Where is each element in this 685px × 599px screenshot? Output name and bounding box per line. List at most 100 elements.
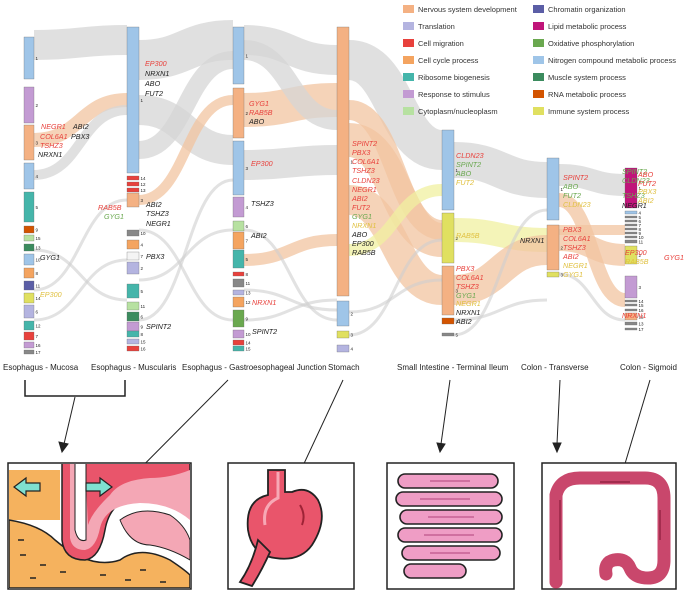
legend-item: Oxidative phosphorylation [533,39,634,48]
module-number: 1 [561,187,564,192]
module-number: 12 [246,300,252,305]
module-number: 4 [246,205,249,210]
module-bar [126,181,140,187]
module-bar [624,308,638,312]
module-bar [232,231,245,250]
module-bar [126,192,140,208]
flow-band [453,142,548,198]
flow-band [453,298,548,322]
module-number: 2 [141,266,144,271]
module-bar [624,327,638,331]
legend-label: Oxidative phosphorylation [548,39,634,48]
module-number: 5 [246,257,249,262]
module-bar [23,341,35,349]
gene-label: NRXN1 [622,311,646,320]
module-number: 13 [141,188,147,193]
module-number: 10 [36,258,42,263]
gene-label: FUT2 [456,178,474,187]
legend-item: Cell cycle process [403,56,479,65]
module-bar [336,330,350,339]
gene-label: RAB5B [625,257,649,266]
flow-band [138,178,234,322]
module-number: 3 [141,198,144,203]
legend: Nervous system development Chromatin org… [403,5,676,116]
gene-label: COL6A1 [40,132,68,141]
legend-item: Nitrogen compound metabolic process [533,56,676,65]
module-bar [126,345,140,352]
gene-label: ABO [351,230,368,239]
legend-label: Chromatin organization [548,5,626,14]
module-bar [126,301,140,311]
legend-label: Cell migration [418,39,464,48]
gene-label: ABO [248,117,265,126]
flow-band [347,185,444,305]
module-number: 1 [246,54,249,59]
gene-label: EP300 [251,159,273,168]
module-bar [546,224,560,271]
gene-label: SPINT2 [622,167,647,176]
module-bar [624,219,638,223]
module-bar [624,275,638,299]
legend-item: Cytoplasm/nucleoplasm [403,107,498,116]
module-number: 6 [36,310,39,315]
module-number: 3 [639,285,642,290]
module-bar [624,215,638,219]
flow-band [33,105,128,180]
gene-label: ABI2 [72,122,89,131]
module-bar [126,311,140,322]
gene-label: GYG1 [456,291,476,300]
module-bar [232,289,245,296]
gene-label: TSHZ3 [251,199,274,208]
module-number: 12 [639,315,645,320]
legend-swatch [533,22,544,30]
legend-label: Cell cycle process [418,56,479,65]
gene-label: NEGR1 [622,201,647,210]
module-number: 17 [639,327,645,332]
gene-label: PBX3 [638,187,656,196]
legend-swatch [403,22,414,30]
module-bar [23,267,35,279]
gene-label: ABO [144,79,161,88]
module-bar [23,162,35,190]
module-bar [624,210,638,215]
module-number: 2 [36,103,39,108]
legend-label: Muscle system process [548,73,626,82]
gene-label: NEGR1 [352,185,377,194]
legend-item: Lipid metabolic process [533,22,627,31]
module-number: 5 [456,333,459,338]
arrow-line [63,396,76,445]
module-bar [624,239,638,244]
esophagus-bracket [24,380,126,397]
gene-label: ABI2 [351,194,368,203]
flow-band [453,208,548,337]
flow-band [137,51,235,159]
module-number: 10 [639,235,645,240]
module-bar [624,167,638,209]
flow-band [243,228,338,322]
column-label: Colon - Sigmoid [620,363,677,372]
module-number: 2 [639,253,642,258]
small-intestine-illustration [386,462,515,590]
module-bars: 1234591513108111461271617114121331047251… [23,26,645,355]
module-bar [232,249,245,269]
legend-swatch [403,5,414,13]
module-number: 14 [36,296,42,301]
gene-label: NRXN1 [38,150,62,159]
gene-label: GYG1 [352,212,372,221]
column-label: Esophagus - Gastroesophageal Junction [182,363,327,372]
module-bar [23,86,35,124]
esophagus-illustration [7,462,192,590]
module-bar [624,227,638,231]
module-bar [23,280,35,291]
gene-label: TSHZ3 [456,282,479,291]
flow-band [348,278,443,314]
module-bar [336,26,350,297]
module-bar [126,330,140,338]
flow-band [557,193,627,307]
module-number: 4 [639,211,642,216]
flow-band [243,298,338,322]
gene-label: SPINT2 [146,322,171,331]
